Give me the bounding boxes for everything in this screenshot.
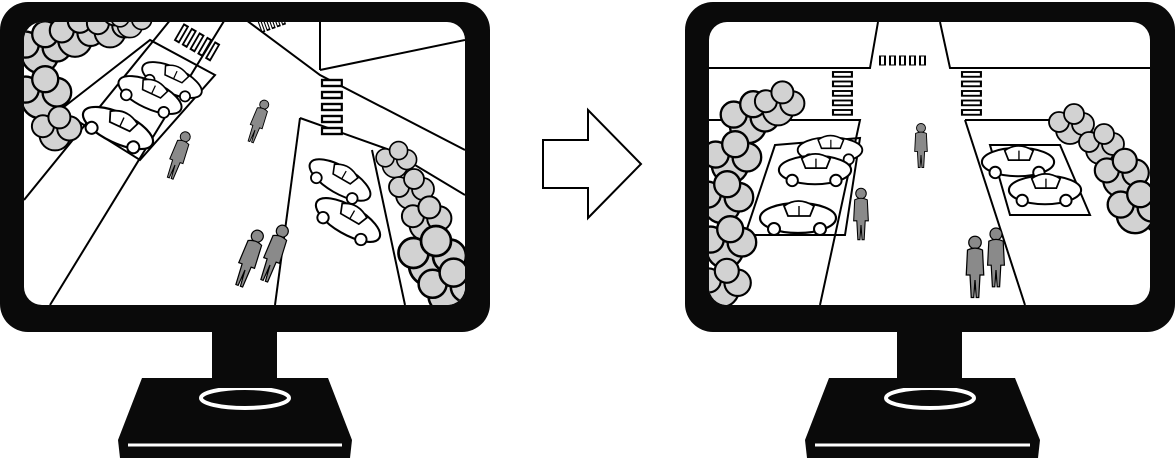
monitor-left	[0, 2, 490, 458]
arrow-right-icon	[543, 110, 641, 218]
monitor-stand-base	[118, 378, 352, 458]
monitor-screen	[709, 22, 1150, 305]
monitor-stand-neck	[212, 328, 277, 388]
monitor-stand-base	[805, 378, 1040, 458]
monitor-stand-neck	[897, 328, 962, 388]
monitor-right	[685, 2, 1175, 458]
